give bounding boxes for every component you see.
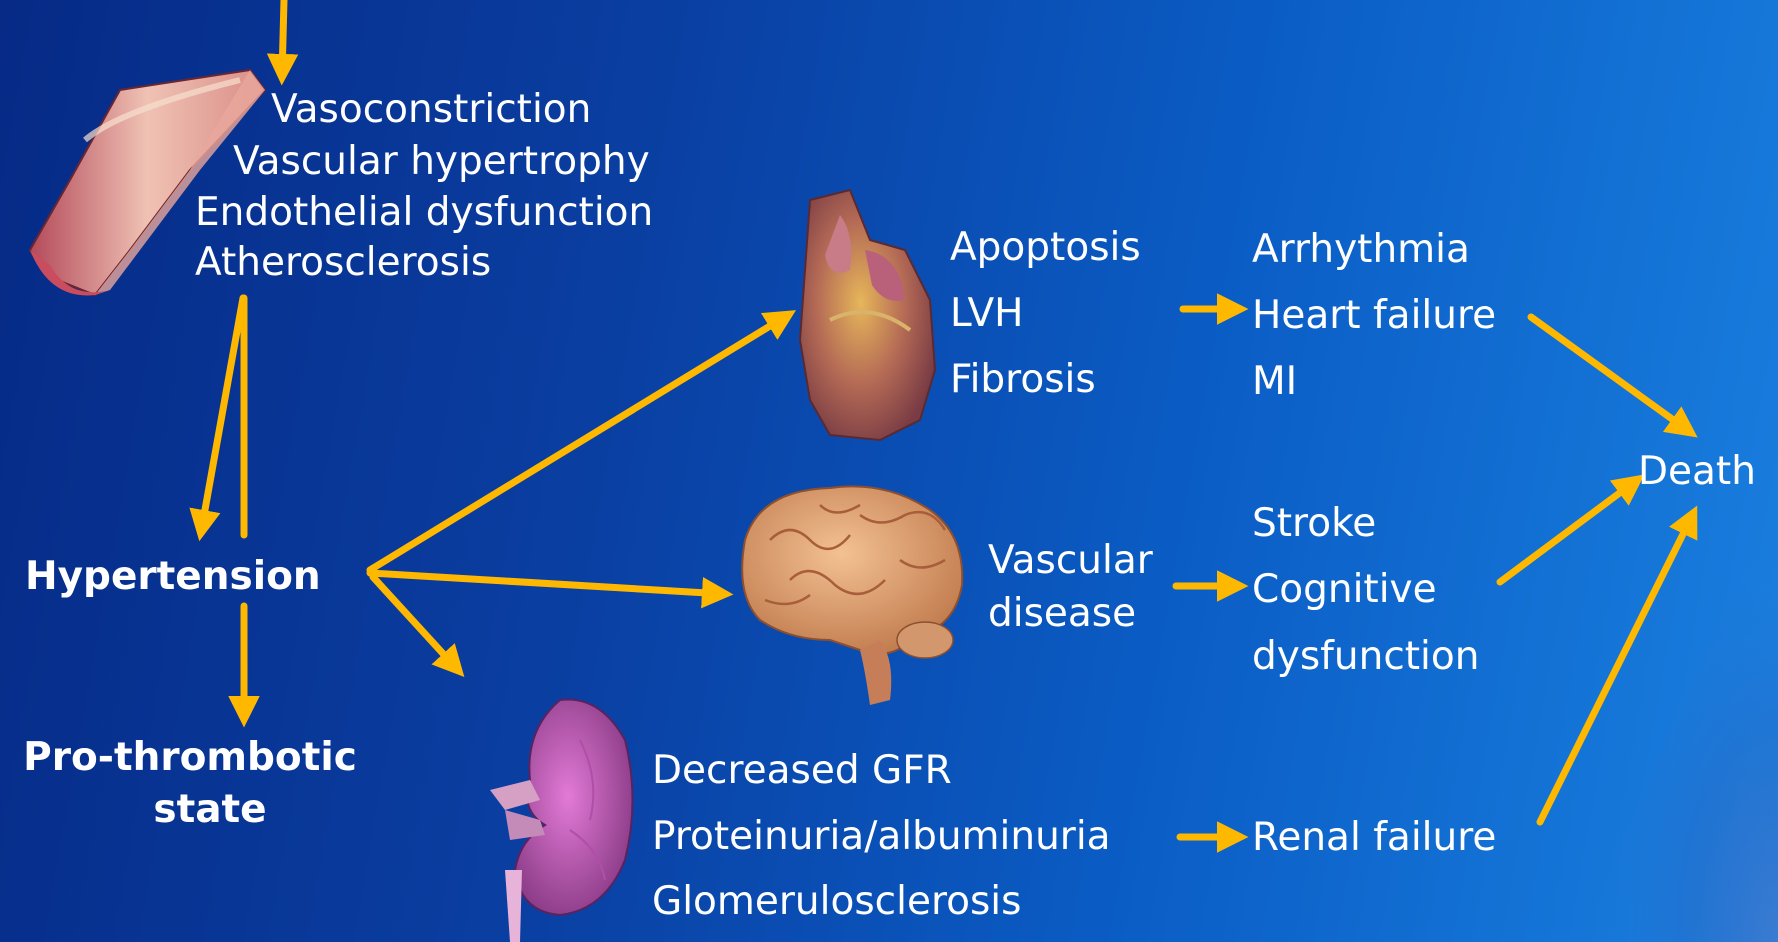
arrow-hypertension-to-kidney <box>373 577 458 670</box>
death-node: Death <box>1638 452 1756 491</box>
vascular-effect-hypertrophy: Vascular hypertrophy <box>233 142 650 181</box>
brain-outcome-stroke: Stroke <box>1252 504 1376 543</box>
kidney-effect-glomerulosclerosis: Glomerulosclerosis <box>652 882 1021 921</box>
heart-effect-apoptosis: Apoptosis <box>950 228 1141 267</box>
arrow-hypertension-to-heart <box>370 315 788 570</box>
vascular-effect-vasoconstriction: Vasoconstriction <box>271 90 591 129</box>
brain-outcome-cognitive: Cognitive <box>1252 570 1437 609</box>
kidney-effect-decreased-gfr: Decreased GFR <box>652 751 952 790</box>
heart-outcome-mi: MI <box>1252 362 1297 401</box>
vascular-effect-endothelial-dysfunction: Endothelial dysfunction <box>195 193 653 232</box>
prothrombotic-node-line1: Pro-thrombotic <box>0 738 380 777</box>
arrow-renal-failure-to-death <box>1540 514 1693 822</box>
vascular-effect-atherosclerosis: Atherosclerosis <box>195 243 491 282</box>
hypertension-node: Hypertension <box>25 557 321 596</box>
brain-effect-line2: disease <box>988 594 1136 633</box>
heart-effect-lvh: LVH <box>950 294 1023 333</box>
arrow-hypertension-to-brain <box>370 573 724 594</box>
heart-outcome-arrhythmia: Arrhythmia <box>1252 230 1470 269</box>
kidney-outcome-renal-failure: Renal failure <box>1252 818 1496 857</box>
arrow-heart-failure-to-death <box>1531 317 1690 432</box>
kidney-effect-proteinuria: Proteinuria/albuminuria <box>652 817 1111 856</box>
arrow-brain-outcomes-to-death <box>1500 480 1637 582</box>
arrow-atherosclerosis-to-hypertension <box>201 298 243 532</box>
brain-outcome-dysfunction: dysfunction <box>1252 637 1479 676</box>
prothrombotic-node-line2: state <box>0 790 420 829</box>
heart-effect-fibrosis: Fibrosis <box>950 360 1096 399</box>
brain-effect-line1: Vascular <box>988 541 1153 580</box>
arrow-into-vascular <box>282 0 284 76</box>
heart-outcome-heart-failure: Heart failure <box>1252 296 1496 335</box>
